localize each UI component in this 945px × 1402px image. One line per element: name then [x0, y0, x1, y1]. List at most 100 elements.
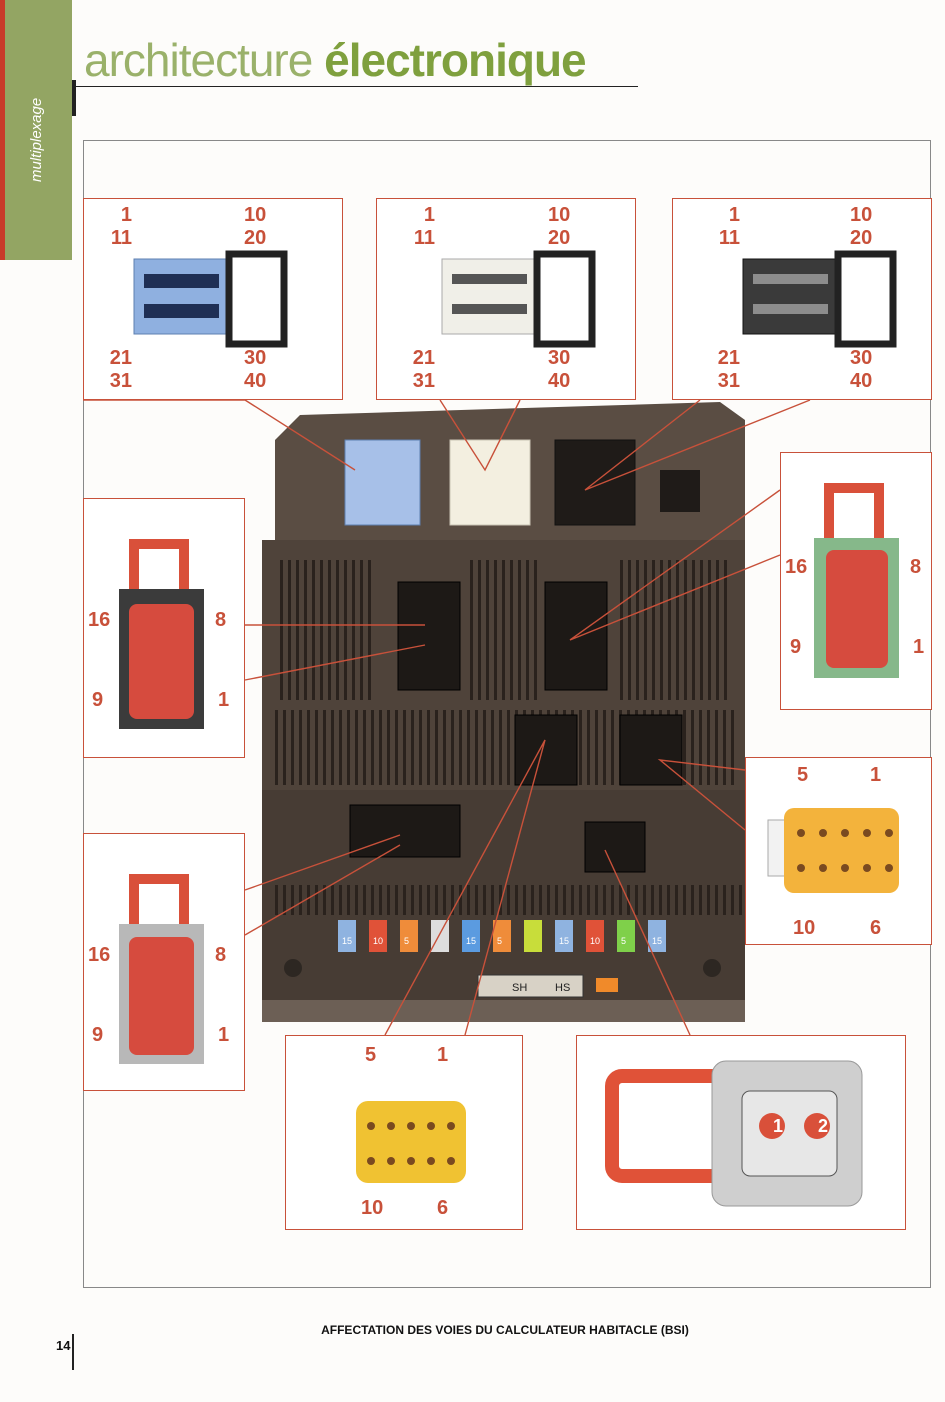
vent-slat: [555, 885, 558, 915]
leader-blue: [83, 399, 356, 471]
vent-slat: [643, 885, 646, 915]
vent-slat: [419, 885, 422, 915]
pin-label-10: 10: [244, 204, 267, 226]
vent-slat: [411, 710, 414, 785]
pin-label-40: 40: [850, 370, 873, 392]
vent-slat: [320, 560, 323, 700]
callout-40-pin-black: [672, 198, 932, 400]
pin-label-20: 20: [548, 227, 571, 249]
vent-slat: [475, 885, 478, 915]
vent-slat: [502, 560, 505, 700]
vent-slat: [491, 885, 494, 915]
pin-contact: [387, 1157, 395, 1165]
vent-slat: [723, 710, 726, 785]
fuse-rating: 5: [497, 936, 502, 946]
vent-slat: [587, 710, 590, 785]
vent-slat: [483, 885, 486, 915]
pin-contact: [885, 829, 893, 837]
connector-10-yellow-icon: [356, 1101, 466, 1183]
vent-slat: [708, 560, 711, 700]
vent-slat: [283, 885, 286, 915]
vent-slat: [275, 710, 278, 785]
pin-label-1: 1: [437, 1044, 449, 1066]
pin-contact: [863, 864, 871, 872]
connector-2-way-icon: [605, 1060, 863, 1207]
pin-label-16: 16: [88, 944, 111, 966]
vent-slat: [675, 885, 678, 915]
pin-contact: [407, 1122, 415, 1130]
fuse: [462, 920, 480, 952]
vent-slat: [595, 710, 598, 785]
fuse-rating: 5: [621, 936, 626, 946]
leader-10-right: [657, 759, 746, 831]
vent-slat: [435, 885, 438, 915]
vent-slat: [483, 710, 486, 785]
leader-16-lower: [244, 834, 401, 891]
callout-10-pin-right: [745, 757, 932, 945]
socket-10-right: [619, 714, 683, 786]
vent-slat: [539, 885, 542, 915]
vent-slat: [451, 885, 454, 915]
connector-40-white-icon: [441, 250, 596, 348]
socket-16-lower: [349, 804, 461, 858]
vent-slat: [299, 885, 302, 915]
vent-slat: [707, 710, 710, 785]
vent-slat: [379, 710, 382, 785]
vent-slat: [347, 885, 350, 915]
fuse: [617, 920, 635, 952]
vent-slat: [419, 710, 422, 785]
vent-slat: [518, 560, 521, 700]
fuse-rating: 15: [466, 936, 476, 946]
vent-slat: [700, 560, 703, 700]
vent-slat: [291, 885, 294, 915]
vent-slat: [491, 710, 494, 785]
fuse: [555, 920, 573, 952]
pin-label-21: 21: [412, 347, 435, 369]
vent-slat: [360, 560, 363, 700]
vent-slat: [715, 710, 718, 785]
vent-slat: [288, 560, 291, 700]
pin-label-8: 8: [215, 944, 227, 966]
vent-slat: [652, 560, 655, 700]
socket-black-small: [660, 470, 700, 512]
callout-16-pin-left-bottom: [83, 833, 245, 1091]
vent-slat: [526, 560, 529, 700]
pin-label-1: 1: [120, 204, 132, 226]
vent-slat: [691, 710, 694, 785]
callout-40-pin-white: [376, 198, 636, 400]
vent-slat: [611, 885, 614, 915]
vent-slat: [387, 885, 390, 915]
vent-slat: [683, 710, 686, 785]
pin-label-40: 40: [548, 370, 571, 392]
pin-label-31: 31: [412, 370, 435, 392]
page-number-bar: [72, 1334, 74, 1370]
vent-slat: [280, 560, 283, 700]
vent-slat: [499, 885, 502, 915]
pin-contact: [863, 829, 871, 837]
pin-contact: [797, 864, 805, 872]
pin-label-2: 2: [817, 1116, 828, 1136]
vent-slat: [371, 885, 374, 915]
pin-contact: [841, 829, 849, 837]
vent-slat: [352, 560, 355, 700]
vent-slat: [739, 885, 742, 915]
socket-white: [449, 439, 531, 526]
vent-slat: [692, 560, 695, 700]
pin-label-5: 5: [365, 1044, 377, 1066]
vent-slat: [371, 710, 374, 785]
pin-label-10: 10: [793, 917, 816, 939]
vent-slat: [275, 885, 278, 915]
fuse-rating: 5: [404, 936, 409, 946]
vent-slat: [478, 560, 481, 700]
pin-label-11: 11: [718, 227, 740, 249]
vent-slat: [379, 885, 382, 915]
vent-slat: [620, 560, 623, 700]
vent-slat: [283, 710, 286, 785]
vent-slat: [459, 885, 462, 915]
vent-slat: [312, 560, 315, 700]
page-number: 14: [56, 1338, 71, 1353]
fuse: [648, 920, 666, 952]
fuse-rating: 10: [373, 936, 383, 946]
pin-label-30: 30: [850, 347, 873, 369]
page-title-bold: électronique: [324, 34, 587, 86]
